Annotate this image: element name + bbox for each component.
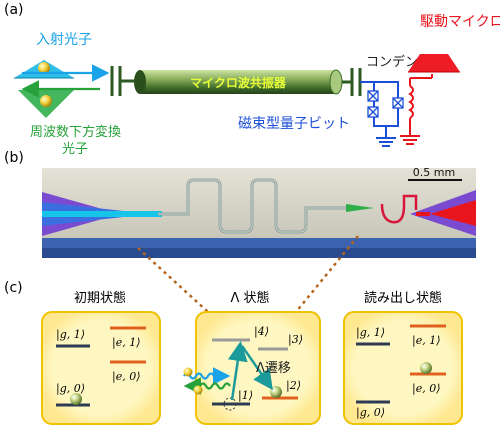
level-g0-label: |g, 0⟩ <box>56 382 85 396</box>
level-g1-label: |g, 1⟩ <box>56 328 85 342</box>
level-2-label: |2⟩ <box>286 379 301 393</box>
drive-microwave-label: 駆動マイクロ波 <box>420 14 500 30</box>
josephson-junctions <box>367 90 404 118</box>
chip <box>42 168 476 258</box>
microwave-resonator <box>134 69 343 95</box>
readout-state-box: |g, 1⟩ |e, 1⟩ |e, 0⟩ |g, 0⟩ <box>343 311 463 425</box>
downconverted-photon-packet <box>18 80 100 118</box>
drive-launcher <box>380 190 476 236</box>
downconverted-label-line1: 周波数下方変換 <box>30 124 121 140</box>
population-ball <box>420 362 432 374</box>
panel-label-b: (b) <box>4 150 24 166</box>
lambda-state-title: Λ 状態 <box>230 290 269 306</box>
output-coupler-green <box>346 204 374 212</box>
incident-photon-label: 入射光子 <box>36 32 92 48</box>
incident-photon-packet <box>14 60 110 82</box>
resonator-label: マイクロ波共振器 <box>190 75 287 90</box>
cpw-resonator-highlight <box>158 179 346 233</box>
level-3-label: |3⟩ <box>288 333 303 347</box>
lambda-up-arrow <box>227 341 248 401</box>
incoming-photon-wiggle <box>183 367 231 385</box>
flux-qubit-circuit <box>360 81 399 147</box>
downconverted-label-line2: 光子 <box>62 142 88 157</box>
output-capacitor <box>342 68 362 96</box>
zoom-line-left <box>137 247 209 313</box>
panel-label-c: (c) <box>4 280 23 296</box>
level-e1-label: |e, 1⟩ <box>412 334 441 348</box>
zoom-line-right <box>295 235 359 313</box>
drive-microwave-pulse <box>408 54 460 73</box>
flux-qubit-label: 磁束型量子ビット <box>238 116 350 132</box>
drive-coil <box>400 74 433 145</box>
level-g1-label: |g, 1⟩ <box>356 326 385 340</box>
lambda-down-arrow <box>240 345 273 391</box>
level-e1-label: |e, 1⟩ <box>112 336 141 350</box>
readout-state-title: 読み出し状態 <box>364 290 442 306</box>
lambda-transition-label: Λ遷移 <box>256 361 291 376</box>
level-4-label: |4⟩ <box>254 325 269 339</box>
level-g0-label: |g, 0⟩ <box>356 406 385 420</box>
input-launcher <box>42 192 162 236</box>
empty-state-circle <box>223 397 237 411</box>
panel-label-a: (a) <box>4 2 24 18</box>
level-1-label: |1⟩ <box>238 389 253 403</box>
initial-state-box: |g, 1⟩ |e, 1⟩ |e, 0⟩ |g, 0⟩ <box>41 311 161 425</box>
population-ball <box>70 393 82 405</box>
level-e0-label: |e, 0⟩ <box>412 382 441 396</box>
population-ball <box>270 386 282 398</box>
initial-state-title: 初期状態 <box>74 290 126 306</box>
outgoing-photon-wiggle <box>183 377 231 395</box>
lambda-state-box: |4⟩ |3⟩ |1⟩ |2⟩ Λ遷移 <box>195 311 321 425</box>
scale-bar-label: 0.5 mm <box>413 166 455 179</box>
level-e0-label: |e, 0⟩ <box>112 370 141 384</box>
